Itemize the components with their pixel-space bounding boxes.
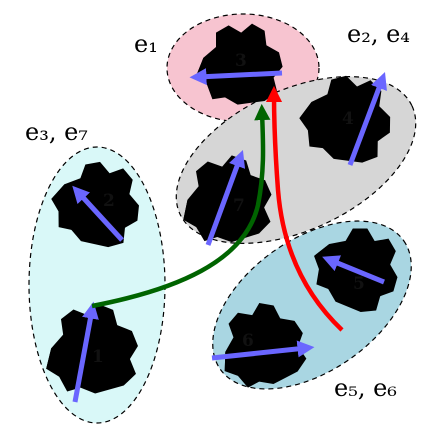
dipole-arrow-7 bbox=[205, 150, 246, 246]
chromophore-label-1: 1 bbox=[92, 347, 104, 367]
chromophore-label-3: 3 bbox=[235, 51, 247, 71]
chromophore-label-5: 5 bbox=[353, 274, 365, 294]
dipole-arrow-1 bbox=[72, 301, 99, 403]
chromophore-label-4: 4 bbox=[342, 109, 354, 129]
chromophore-label-2: 2 bbox=[103, 191, 115, 211]
group-label-e2-e4: e₂, e₄ bbox=[347, 20, 410, 48]
dipole-arrow-6 bbox=[211, 340, 315, 361]
dipole-arrow-3 bbox=[189, 68, 283, 86]
group-label-e3-e7: e₃, e₇ bbox=[25, 118, 88, 146]
transfer-path-green bbox=[91, 103, 271, 309]
group-label-e5-e6: e₅, e₆ bbox=[334, 374, 397, 402]
chromophore-label-7: 7 bbox=[233, 196, 245, 216]
dipole-arrow-4 bbox=[347, 72, 387, 166]
dipole-arrow-5 bbox=[322, 255, 385, 285]
chromophore-label-6: 6 bbox=[242, 331, 254, 351]
dipole-arrow-2 bbox=[72, 185, 124, 242]
group-label-e1: e₁ bbox=[134, 30, 158, 58]
transfer-path-red bbox=[265, 85, 344, 332]
